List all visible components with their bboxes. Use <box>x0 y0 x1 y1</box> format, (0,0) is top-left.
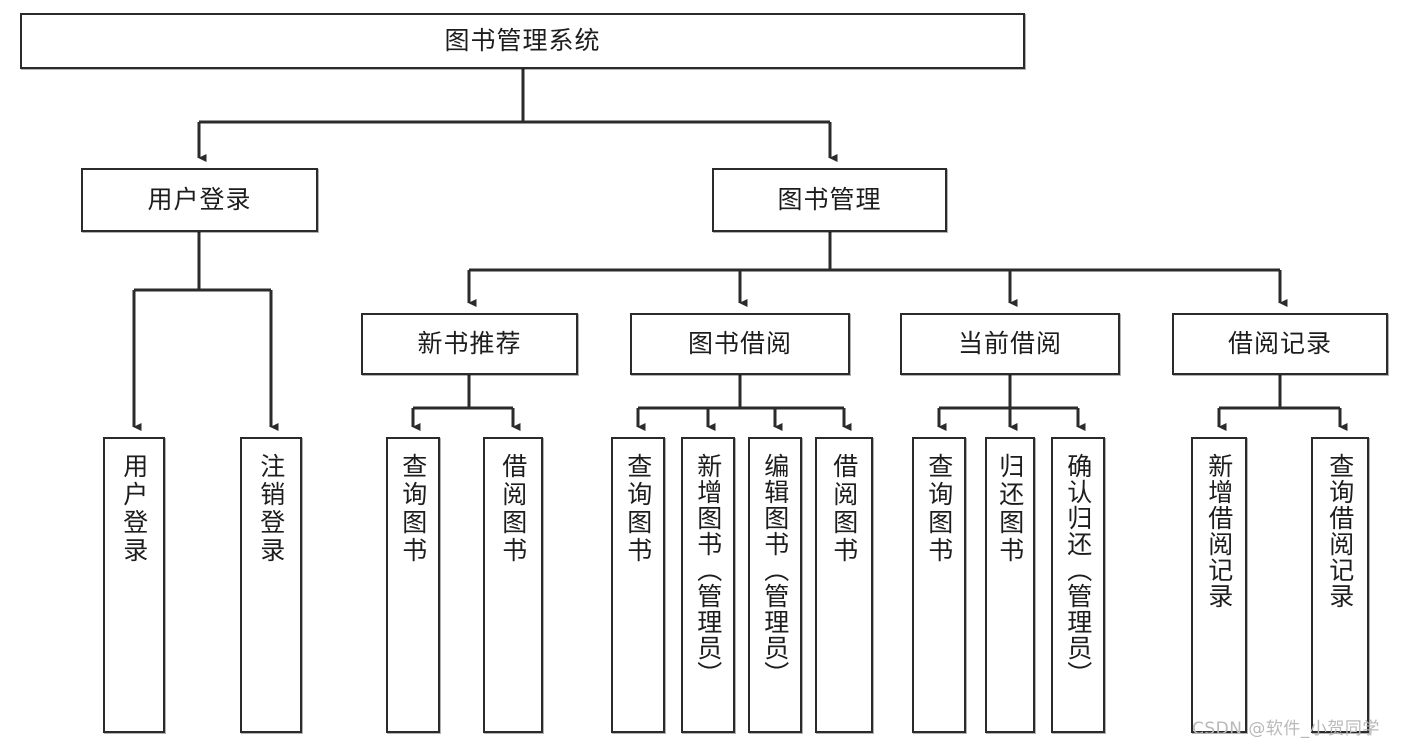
leaf-borrow-book[interactable]: 借阅图书 <box>815 437 873 733</box>
leaf-borrow-book-recommend[interactable]: 借阅图书 <box>483 437 543 733</box>
node-current-borrow[interactable]: 当前借阅 <box>900 313 1120 375</box>
leaf-user-logout-label: 注销登录 <box>256 453 286 565</box>
node-book-manage-label: 图书管理 <box>777 185 882 215</box>
leaf-query-book-current[interactable]: 查询图书 <box>912 437 966 733</box>
node-borrow-record[interactable]: 借阅记录 <box>1172 313 1388 375</box>
leaf-edit-book[interactable]: 编辑图书（管理员） <box>748 437 802 733</box>
leaf-confirm-return-label: 确认归还（管理员） <box>1063 453 1093 687</box>
leaf-user-login-label: 用户登录 <box>119 453 149 565</box>
node-current-borrow-label: 当前借阅 <box>957 329 1062 359</box>
leaf-confirm-return[interactable]: 确认归还（管理员） <box>1051 437 1105 733</box>
node-root-label: 图书管理系统 <box>444 26 601 56</box>
node-new-book-recommend-label: 新书推荐 <box>417 329 522 359</box>
leaf-query-book-recommend[interactable]: 查询图书 <box>386 437 440 733</box>
leaf-query-borrow-record[interactable]: 查询借阅记录 <box>1311 437 1369 733</box>
node-borrow-record-label: 借阅记录 <box>1227 329 1332 359</box>
node-root[interactable]: 图书管理系统 <box>20 13 1025 69</box>
leaf-add-book-label: 新增图书（管理员） <box>693 453 723 687</box>
leaf-add-borrow-record[interactable]: 新增借阅记录 <box>1191 437 1247 733</box>
leaf-add-borrow-record-label: 新增借阅记录 <box>1204 453 1234 609</box>
node-book-manage[interactable]: 图书管理 <box>712 168 947 232</box>
leaf-query-book-borrow-label: 查询图书 <box>623 453 653 565</box>
csdn-watermark: CSDN @软件_小贺同学 <box>1192 719 1380 739</box>
node-book-borrow[interactable]: 图书借阅 <box>630 313 850 375</box>
leaf-query-book-recommend-label: 查询图书 <box>398 453 428 565</box>
node-user-login-label: 用户登录 <box>147 185 252 215</box>
leaf-return-book[interactable]: 归还图书 <box>985 437 1035 733</box>
leaf-query-book-current-label: 查询图书 <box>924 453 954 565</box>
leaf-add-book[interactable]: 新增图书（管理员） <box>681 437 735 733</box>
leaf-query-book-borrow[interactable]: 查询图书 <box>611 437 665 733</box>
leaf-borrow-book-label: 借阅图书 <box>829 453 859 565</box>
leaf-borrow-book-recommend-label: 借阅图书 <box>498 453 528 565</box>
node-book-borrow-label: 图书借阅 <box>687 329 792 359</box>
leaf-return-book-label: 归还图书 <box>995 453 1025 565</box>
leaf-query-borrow-record-label: 查询借阅记录 <box>1325 453 1355 609</box>
leaf-user-logout[interactable]: 注销登录 <box>240 437 302 733</box>
node-user-login[interactable]: 用户登录 <box>81 168 318 232</box>
leaf-user-login[interactable]: 用户登录 <box>103 437 165 733</box>
node-new-book-recommend[interactable]: 新书推荐 <box>361 313 578 375</box>
leaf-edit-book-label: 编辑图书（管理员） <box>760 453 790 687</box>
